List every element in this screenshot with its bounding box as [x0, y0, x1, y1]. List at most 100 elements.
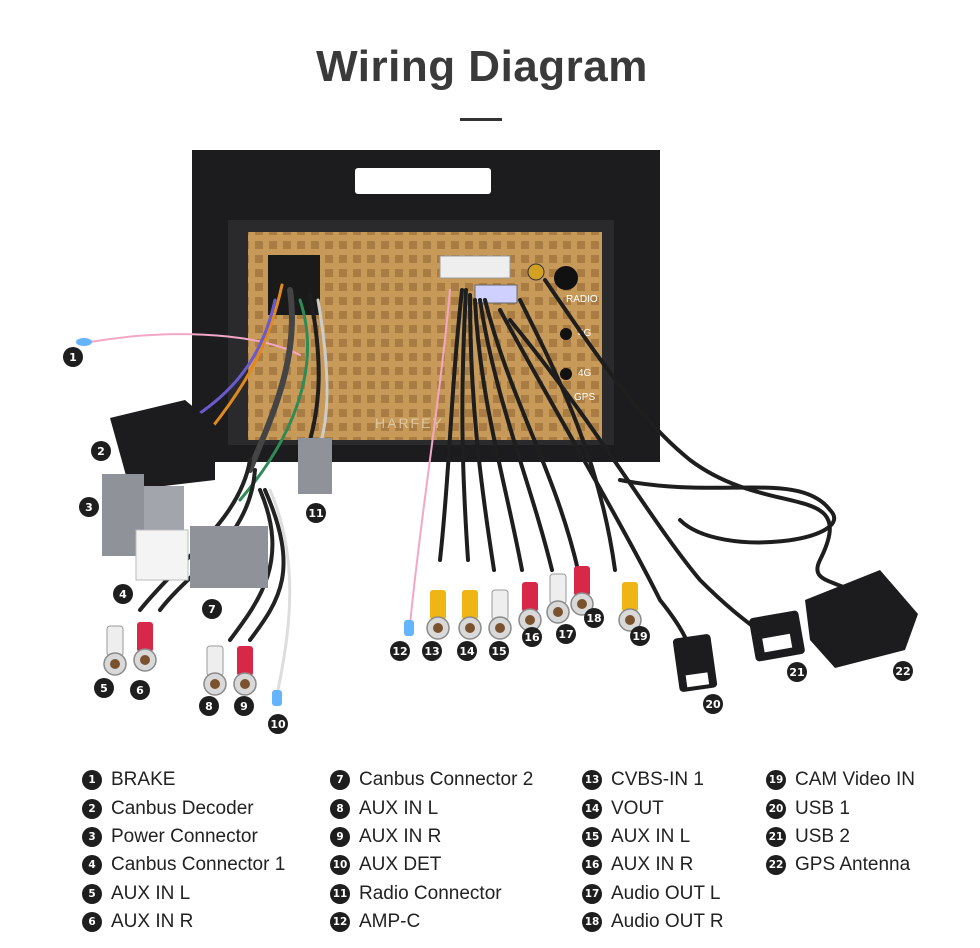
- legend-number-badge: 9: [330, 826, 350, 847]
- callout-10: 10: [268, 714, 288, 734]
- legend-number-badge: 21: [766, 826, 786, 847]
- callout-circle: [489, 641, 509, 661]
- callout-12: 12: [390, 641, 410, 661]
- legend-number-badge: 8: [330, 798, 350, 819]
- wiring-diagram: RADIO 4G 4G GPS HARFEY: [63, 150, 918, 734]
- legend-label: AUX IN L: [359, 797, 439, 819]
- gps-port: [554, 266, 578, 290]
- legend-item: 19 CAM Video IN: [766, 766, 915, 794]
- canbus-decoder: [110, 400, 215, 490]
- legend-label: AUX IN L: [611, 825, 691, 847]
- callout-circle: [268, 714, 288, 734]
- callout-circle: [457, 641, 477, 661]
- legend-number-badge: 15: [582, 826, 602, 847]
- legend-number-badge: 6: [82, 912, 102, 933]
- callout-7: 7: [202, 599, 222, 619]
- callout-8: 8: [199, 696, 219, 716]
- gps-antenna: [805, 570, 918, 668]
- aux-in-l-plug-5: [103, 625, 127, 676]
- head-unit: RADIO 4G 4G GPS HARFEY: [192, 150, 660, 462]
- legend-label: AUX IN L: [111, 882, 191, 904]
- legend-number-badge: 10: [330, 855, 350, 876]
- legend-label: USB 2: [795, 825, 850, 847]
- callout-17: 17: [556, 624, 576, 644]
- callout-circle: [630, 626, 650, 646]
- legend-item: 8 AUX IN L: [330, 794, 533, 822]
- legend-number-badge: 1: [82, 770, 102, 791]
- callout-circle: [202, 599, 222, 619]
- legend-label: Canbus Connector 1: [111, 854, 286, 876]
- legend-number-badge: 2: [82, 798, 102, 819]
- callout-number: 3: [85, 501, 93, 514]
- legend-label: AUX IN R: [359, 825, 442, 847]
- canbus-connector-1: [135, 529, 189, 581]
- callout-2: 2: [91, 441, 111, 461]
- callout-circle: [787, 662, 807, 682]
- callout-circle: [113, 584, 133, 604]
- legend-item: 1 BRAKE: [82, 766, 285, 794]
- callout-number: 22: [895, 665, 910, 678]
- callout-circle: [91, 441, 111, 461]
- callout-circle: [234, 696, 254, 716]
- aux-in-r-plug-9: [233, 645, 257, 696]
- legend-item: 21 USB 2: [766, 823, 915, 851]
- wire-bundle: [89, 278, 852, 692]
- callout-number: 21: [789, 666, 804, 679]
- callout-number: 1: [69, 351, 77, 364]
- legend-label: BRAKE: [111, 769, 176, 791]
- legend-number-badge: 19: [766, 770, 786, 791]
- legend-item: 2 Canbus Decoder: [82, 794, 285, 822]
- legend-number-badge: 17: [582, 883, 602, 904]
- legend-number-badge: 13: [582, 770, 602, 791]
- callout-circle: [63, 347, 83, 367]
- callout-15: 15: [489, 641, 509, 661]
- aux-in-l-plug-8: [203, 645, 227, 696]
- callout-number: 18: [586, 612, 601, 625]
- callout-20: 20: [703, 694, 723, 714]
- audio-out-r-plug: [570, 565, 594, 616]
- gps-port-label: GPS: [574, 392, 595, 403]
- legend-label: Canbus Decoder: [111, 797, 254, 819]
- callout-circle: [390, 641, 410, 661]
- cvbs-in-plug: [426, 589, 450, 640]
- callout-5: 5: [94, 678, 114, 698]
- legend-label: AMP-C: [359, 911, 421, 933]
- callout-4: 4: [113, 584, 133, 604]
- callout-circle: [130, 680, 150, 700]
- callout-number: 9: [240, 700, 248, 713]
- callout-number: 16: [524, 631, 540, 644]
- legend-item: 5 AUX IN L: [82, 880, 285, 908]
- callout-number: 5: [100, 682, 108, 695]
- legend-label: Radio Connector: [359, 882, 502, 904]
- callout-11: 11: [306, 503, 326, 523]
- legend-number-badge: 5: [82, 883, 102, 904]
- legend-number-badge: 20: [766, 798, 786, 819]
- 4g-port-label-2: 4G: [578, 368, 592, 379]
- callout-1: 1: [63, 347, 83, 367]
- brake-wire-tip: [76, 338, 92, 346]
- legend-label: GPS Antenna: [795, 854, 911, 876]
- callout-21: 21: [787, 662, 807, 682]
- callout-circle: [79, 497, 99, 517]
- callout-number: 6: [136, 684, 144, 697]
- legend-number-badge: 18: [582, 912, 602, 933]
- legend-number-badge: 12: [330, 912, 350, 933]
- callout-number: 19: [632, 630, 647, 643]
- callout-circle: [199, 696, 219, 716]
- callout-22: 22: [893, 661, 913, 681]
- aux-in-r-plug-16: [518, 581, 542, 632]
- callout-circle: [306, 503, 326, 523]
- legend-label: CAM Video IN: [795, 769, 916, 791]
- 4g-port-label: 4G: [578, 328, 592, 339]
